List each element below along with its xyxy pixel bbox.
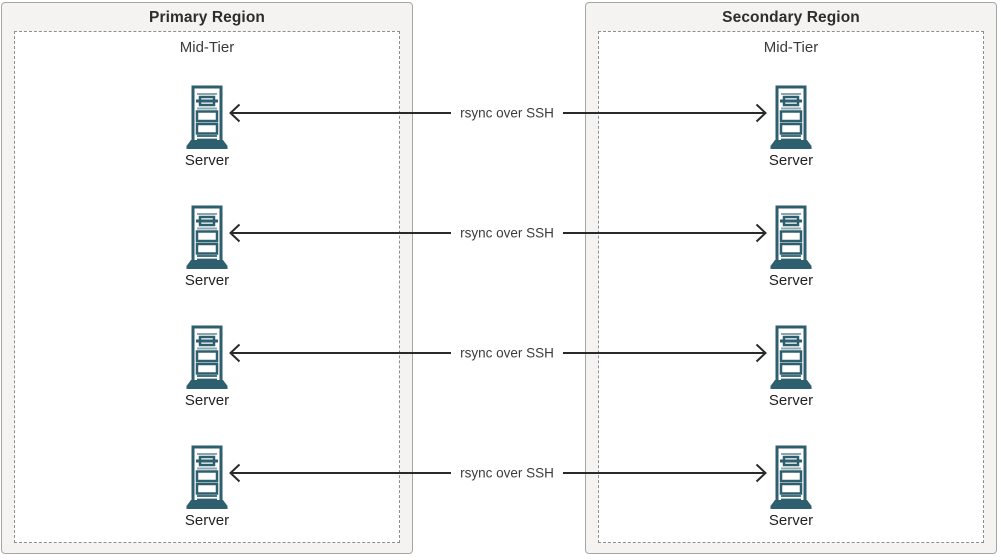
region-box-secondary: Secondary Region Mid-Tier Server Server … <box>585 2 997 554</box>
server-label: Server <box>768 512 814 529</box>
server-node: Server <box>746 325 836 409</box>
server-icon <box>769 85 813 151</box>
server-label: Server <box>768 272 814 289</box>
server-label: Server <box>768 152 814 169</box>
arrowhead-left-icon <box>229 343 241 363</box>
server-node: Server <box>746 85 836 169</box>
connection-arrow: rsync over SSH <box>229 223 767 243</box>
server-icon <box>769 325 813 391</box>
server-icon <box>185 85 229 151</box>
midtier-label: Mid-Tier <box>179 39 235 56</box>
arrowhead-right-icon <box>755 223 767 243</box>
server-label: Server <box>184 272 230 289</box>
server-label: Server <box>768 392 814 409</box>
server-label: Server <box>184 152 230 169</box>
server-node: Server <box>162 445 252 529</box>
server-node: Server <box>162 205 252 289</box>
midtier-box-secondary: Mid-Tier Server Server Server Server <box>598 31 984 543</box>
midtier-box-primary: Mid-Tier Server Server Server Server <box>14 31 400 543</box>
server-node: Server <box>746 445 836 529</box>
server-icon <box>769 445 813 511</box>
arrowhead-right-icon <box>755 463 767 483</box>
region-box-primary: Primary Region Mid-Tier Server Server Se… <box>1 2 413 554</box>
server-node: Server <box>162 325 252 409</box>
arrowhead-right-icon <box>755 343 767 363</box>
arrowhead-right-icon <box>755 103 767 123</box>
server-icon <box>185 325 229 391</box>
server-icon <box>185 445 229 511</box>
connection-arrow: rsync over SSH <box>229 343 767 363</box>
server-label: Server <box>184 512 230 529</box>
connection-arrow: rsync over SSH <box>229 103 767 123</box>
connection-label: rsync over SSH <box>460 226 554 241</box>
region-title-primary: Primary Region <box>149 9 265 26</box>
connection-arrow: rsync over SSH <box>229 463 767 483</box>
region-title-secondary: Secondary Region <box>722 9 860 26</box>
connection-label: rsync over SSH <box>460 106 554 121</box>
arrowhead-left-icon <box>229 103 241 123</box>
midtier-label: Mid-Tier <box>763 39 819 56</box>
server-icon <box>185 205 229 271</box>
server-label: Server <box>184 392 230 409</box>
server-icon <box>769 205 813 271</box>
connection-label: rsync over SSH <box>460 346 554 361</box>
connection-label: rsync over SSH <box>460 466 554 481</box>
server-node: Server <box>162 85 252 169</box>
arrowhead-left-icon <box>229 223 241 243</box>
arrowhead-left-icon <box>229 463 241 483</box>
server-node: Server <box>746 205 836 289</box>
